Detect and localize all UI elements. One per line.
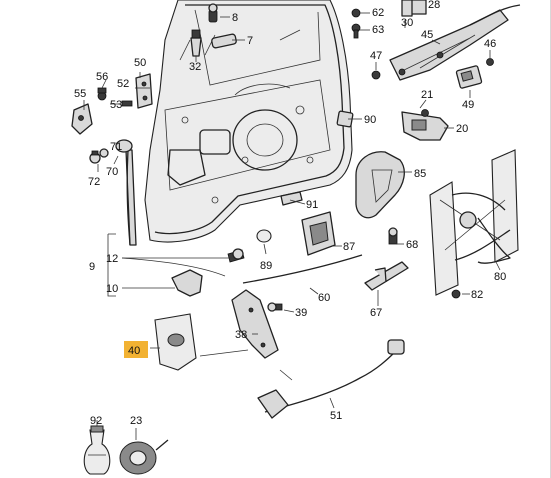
callout-70: 70: [106, 166, 118, 178]
callout-52: 52: [117, 78, 129, 90]
callout-12: 12: [106, 253, 118, 265]
callout-20: 20: [456, 123, 468, 135]
window-regulator-80: [429, 149, 519, 296]
inner-handle-87: [301, 211, 336, 256]
callout-38: 38: [235, 329, 247, 341]
window-guide-channel: [125, 149, 137, 246]
cover-40: [154, 313, 197, 371]
bracket-38: [231, 289, 279, 359]
cover-90: [336, 110, 354, 128]
callout-28: 28: [428, 0, 440, 11]
callout-9: 9: [89, 261, 95, 273]
screw-56: [97, 87, 107, 94]
lock-rod-51: [257, 339, 405, 419]
callout-67: 67: [370, 307, 382, 319]
adhesive-tape-roll-23: [119, 439, 169, 475]
callout-49: 49: [462, 99, 474, 111]
bracket-10: [171, 269, 203, 297]
part-30: [401, 0, 413, 17]
bolt-62: [351, 8, 361, 18]
callout-63: 63: [372, 24, 384, 36]
callout-8: 8: [232, 12, 238, 24]
fastener-8: [208, 3, 218, 23]
callout-50: 50: [134, 57, 146, 69]
callout-45: 45: [421, 29, 433, 41]
screw-52: [121, 100, 133, 107]
callout-30: 30: [401, 17, 413, 29]
inner-handle-bezel-85: [355, 151, 405, 219]
leader-lines: [83, 12, 501, 440]
screw-46: [486, 58, 494, 66]
clip-32: [190, 29, 202, 57]
callout-87: 87: [343, 241, 355, 253]
callout-85: 85: [414, 168, 426, 180]
grommet-71: [115, 139, 133, 153]
callout-91: 91: [306, 199, 318, 211]
module-49: [455, 65, 483, 89]
callout-92: 92: [90, 415, 102, 427]
bolt-82: [451, 289, 461, 299]
callout-89: 89: [260, 260, 272, 272]
callout-55: 55: [74, 88, 86, 100]
latch-20: [401, 111, 449, 141]
grommet-89: [256, 229, 272, 243]
bolt-12: [227, 248, 245, 263]
lock-actuator-45: [389, 4, 521, 81]
bracket-67: [364, 261, 409, 291]
callout-62: 62: [372, 7, 384, 19]
highlight-marker-40: [124, 341, 148, 358]
callout-47: 47: [370, 50, 382, 62]
sealant-bottle-92: [83, 425, 111, 475]
callout-labels: 28 30 8 62 63 7 45 32 50 47 46 56 52 55 …: [74, 0, 506, 427]
bolt-72: [89, 148, 109, 164]
callout-90: 90: [364, 114, 376, 126]
bolt-21: [421, 109, 429, 117]
hinge-50: [135, 73, 153, 109]
callout-80: 80: [494, 271, 506, 283]
callout-51: 51: [330, 410, 342, 422]
callout-56: 56: [96, 71, 108, 83]
callout-21: 21: [421, 89, 433, 101]
callout-46: 46: [484, 38, 496, 50]
bolt-47: [371, 70, 381, 80]
callout-60: 60: [318, 292, 330, 304]
callout-39: 39: [295, 307, 307, 319]
bolt-63: [351, 23, 361, 39]
bolt-68: [388, 227, 398, 245]
callout-82: 82: [471, 289, 483, 301]
callout-10: 10: [106, 283, 118, 295]
callout-53: 53: [110, 99, 122, 111]
callout-71: 71: [110, 141, 122, 153]
callout-32: 32: [189, 61, 201, 73]
callout-23: 23: [130, 415, 142, 427]
callout-7: 7: [247, 35, 253, 47]
callout-40: 40: [128, 345, 140, 357]
check-strap-55: [71, 103, 93, 135]
callout-68: 68: [406, 239, 418, 251]
door-inner-panel: [144, 0, 353, 243]
clip-7: [211, 33, 237, 49]
part-91: [280, 191, 303, 206]
callout-72: 72: [88, 176, 100, 188]
bolt-39: [267, 302, 283, 312]
seal-60: [242, 254, 363, 284]
